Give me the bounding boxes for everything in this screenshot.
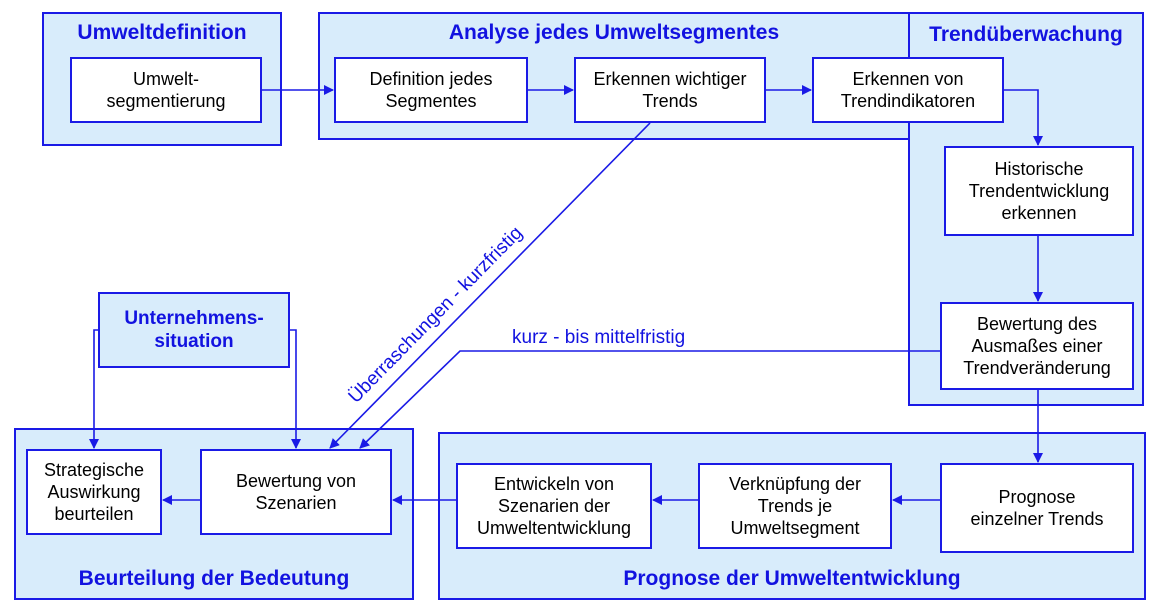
panel-title-beurteilung: Beurteilung der Bedeutung [78, 567, 350, 590]
label-ueberraschungen: Überraschungen - kurzfristig [345, 223, 527, 408]
box-definition-segment: Definition jedes Segmentes [334, 57, 528, 123]
box-erkennen-trends: Erkennen wichtiger Trends [574, 57, 766, 123]
box-bewertung-ausmass: Bewertung des Ausmaßes einer Trendveränd… [940, 302, 1134, 390]
box-historische-trendentwicklung: Historische Trendentwicklung erkennen [944, 146, 1134, 236]
box-prognose-trends: Prognose einzelner Trends [940, 463, 1134, 553]
arrow-indikatoren-historische [1004, 89, 1043, 146]
arrow-unternehmen-bewertung [290, 329, 301, 449]
box-erkennen-indikatoren: Erkennen von Trendindikatoren [812, 57, 1004, 123]
arrow-unternehmen-strategische [89, 329, 99, 449]
arrow-kurz-mittelfristig [359, 350, 940, 449]
box-verknuepfung: Verknüpfung der Trends je Umweltsegment [698, 463, 892, 549]
panel-title-analyse: Analyse jedes Umweltsegmentes [448, 21, 780, 44]
box-strategische-auswirkung: Strategische Auswirkung beurteilen [26, 449, 162, 535]
arrow-ueberraschungen [329, 122, 651, 449]
panel-title-trendueberwachung: Trendüberwachung [929, 23, 1123, 46]
box-entwickeln-szenarien: Entwickeln von Szenarien der Umweltentwi… [456, 463, 652, 549]
box-bewertung-szenarien: Bewertung von Szenarien [200, 449, 392, 535]
panel-title-umweltdefinition: Umweltdefinition [77, 21, 247, 44]
label-kurz-mittelfristig: kurz - bis mittelfristig [512, 327, 685, 348]
box-umweltsegmentierung: Umwelt- segmentierung [70, 57, 262, 123]
box-unternehmenssituation: Unternehmens- situation [98, 292, 290, 368]
panel-title-prognose: Prognose der Umweltentwicklung [623, 567, 961, 590]
